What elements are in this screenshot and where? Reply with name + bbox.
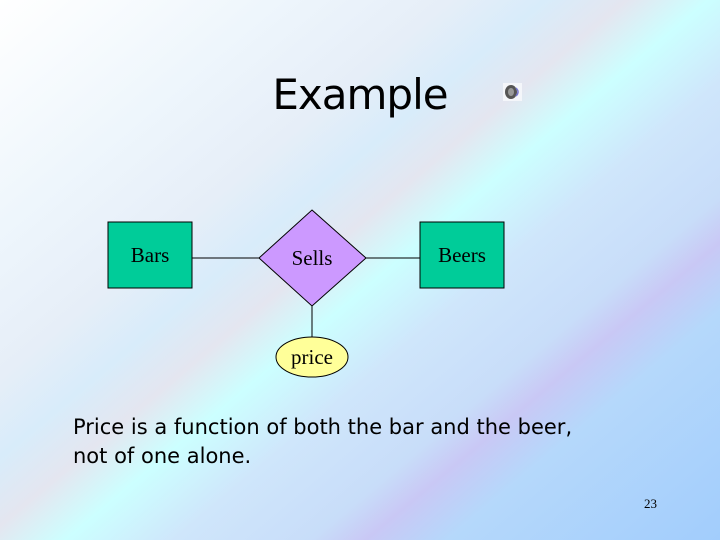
body-text: Price is a function of both the bar and … — [73, 413, 572, 471]
entity-bars-label: Bars — [131, 243, 170, 267]
body-line: not of one alone. — [73, 444, 252, 468]
slide-title: Example — [272, 70, 448, 119]
page-number: 23 — [644, 496, 657, 511]
speaker-icon[interactable] — [503, 83, 522, 101]
relationship-sells[interactable]: Sells — [258, 209, 367, 307]
body-line: Price is a function of both the bar and … — [73, 415, 573, 439]
entity-beers[interactable]: Beers — [419, 221, 505, 289]
relationship-sells-label: Sells — [292, 246, 333, 270]
entity-bars[interactable]: Bars — [107, 221, 193, 289]
attribute-price[interactable]: price — [275, 336, 349, 378]
entity-beers-label: Beers — [438, 243, 486, 267]
attribute-price-label: price — [291, 345, 333, 369]
